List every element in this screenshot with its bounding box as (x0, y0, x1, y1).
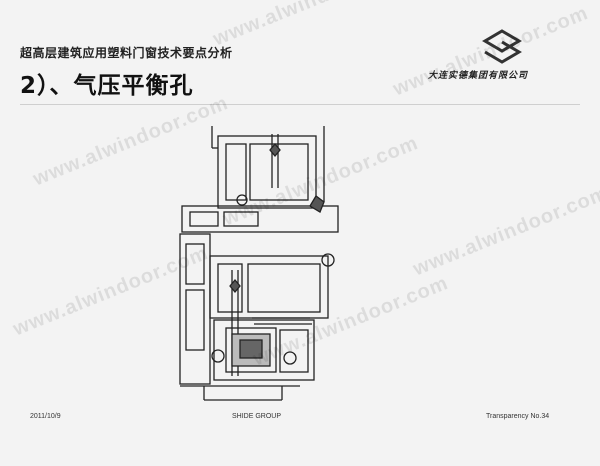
footer-date: 2011/10/9 (30, 413, 61, 420)
window-profile-cross-section (179, 126, 339, 401)
company-logo-icon (482, 29, 522, 64)
footer-group: SHIDE GROUP (232, 413, 282, 420)
slide-top-title: 超高层建筑应用塑料门窗技术要点分析 (20, 46, 233, 60)
watermark: www.alwindoor.com (410, 181, 600, 281)
watermark: www.alwindoor.com (210, 0, 412, 51)
company-name: 大连实德集团有限公司 (428, 71, 529, 81)
watermark: www.alwindoor.com (390, 1, 592, 101)
footer-page-number: Transparency No.34 (486, 413, 550, 420)
slide-heading: 2）、气压平衡孔 (20, 73, 194, 99)
header-divider (20, 104, 580, 105)
